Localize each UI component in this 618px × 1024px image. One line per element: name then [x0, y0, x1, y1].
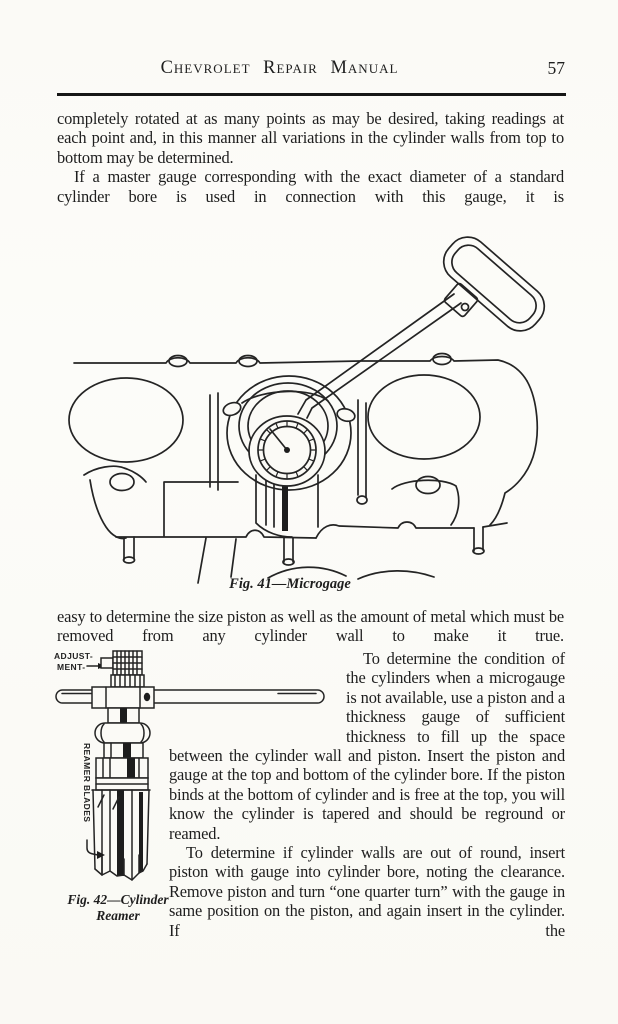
- paragraph-4: To determine the condition of the cylind…: [169, 649, 565, 843]
- cylinder-reamer-drawing: ADJUST- MENT-: [54, 650, 325, 881]
- paragraph-1: completely rotated at as many points as …: [57, 109, 564, 167]
- reamer-adjustment-screw: [100, 650, 145, 688]
- gauge-ticks: [258, 421, 316, 479]
- reamer-blades: [91, 789, 151, 881]
- intro-text-block: completely rotated at as many points as …: [57, 109, 564, 206]
- continuation-text-block: easy to determine the size piston as wel…: [57, 607, 564, 646]
- figure-42-caption: Fig. 42—Cylinder Reamer: [46, 892, 190, 923]
- left-cylinder-bore: [68, 377, 184, 463]
- dial-gauge: [248, 415, 326, 487]
- paragraph-3: easy to determine the size piston as wel…: [57, 607, 564, 646]
- cylinder-block-outline: [68, 352, 539, 584]
- microgage-drawing: [68, 236, 546, 584]
- reamer-body: [94, 707, 151, 791]
- page-header: Chevrolet Repair Manual 57: [57, 58, 566, 84]
- paragraph-5: To determine if cylinder walls are out o…: [169, 843, 565, 940]
- adjustment-label-line2: MENT-: [57, 662, 85, 672]
- figure-42-caption-line1: Fig. 42—Cylinder: [67, 892, 169, 907]
- figure-42-caption-line2: Reamer: [96, 907, 140, 923]
- reamer-blades-label: REAMER BLADES: [82, 743, 92, 822]
- page-title: Chevrolet Repair Manual: [160, 58, 399, 78]
- adjustment-label-line1: ADJUST-: [54, 651, 93, 661]
- right-cylinder-bore: [367, 374, 481, 460]
- figure-41-caption: Fig. 41—Microgage: [229, 576, 351, 592]
- center-cylinder-bore: [226, 375, 352, 491]
- tool-shaft: [297, 293, 462, 419]
- tool-handle: [442, 236, 546, 332]
- gauge-needle: [269, 428, 288, 451]
- header-rule: [57, 93, 566, 96]
- figure-42-cylinder-reamer-illustration: ADJUST- MENT-: [40, 645, 340, 930]
- paragraph-2: If a master gauge corresponding with the…: [57, 167, 564, 206]
- reamer-cross-bar: [55, 686, 325, 709]
- figure-41-microgage-illustration: [60, 227, 600, 587]
- wrapped-text-block: To determine the condition of the cylind…: [57, 649, 565, 941]
- page-number: 57: [547, 58, 566, 78]
- reamer-blades-arrow: [86, 839, 99, 856]
